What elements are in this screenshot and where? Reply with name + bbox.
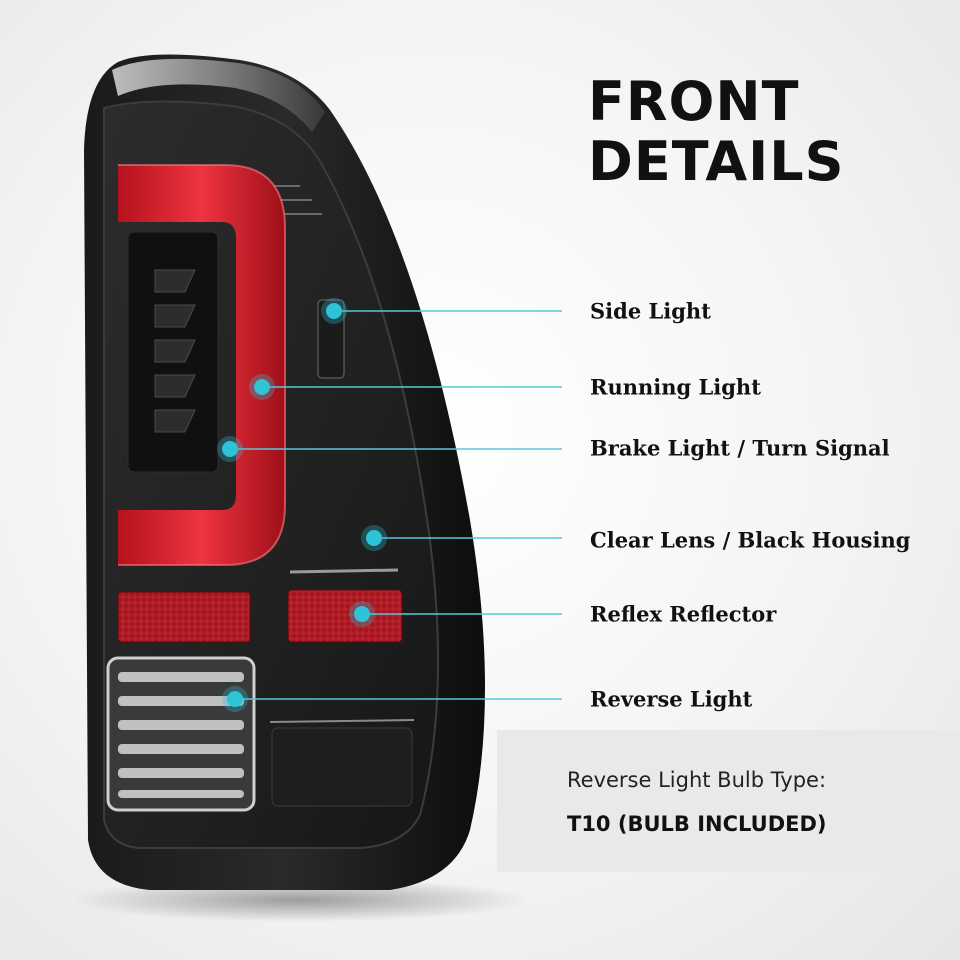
label-brake-light: Brake Light / Turn Signal (590, 435, 890, 461)
bulb-info-panel: Reverse Light Bulb Type: T10 (BULB INCLU… (497, 730, 960, 872)
label-clear-lens: Clear Lens / Black Housing (590, 527, 911, 553)
label-reflex-reflector: Reflex Reflector (590, 601, 777, 627)
bulb-type-caption: Reverse Light Bulb Type: (567, 768, 827, 792)
title-line-1: FRONT (588, 70, 800, 133)
title-line-2: DETAILS (588, 130, 845, 193)
page-title: FRONT DETAILS (588, 72, 845, 192)
label-side-light: Side Light (590, 298, 711, 324)
label-running-light: Running Light (590, 374, 761, 400)
label-reverse-light: Reverse Light (590, 686, 753, 712)
bulb-type-value: T10 (BULB INCLUDED) (567, 812, 827, 836)
